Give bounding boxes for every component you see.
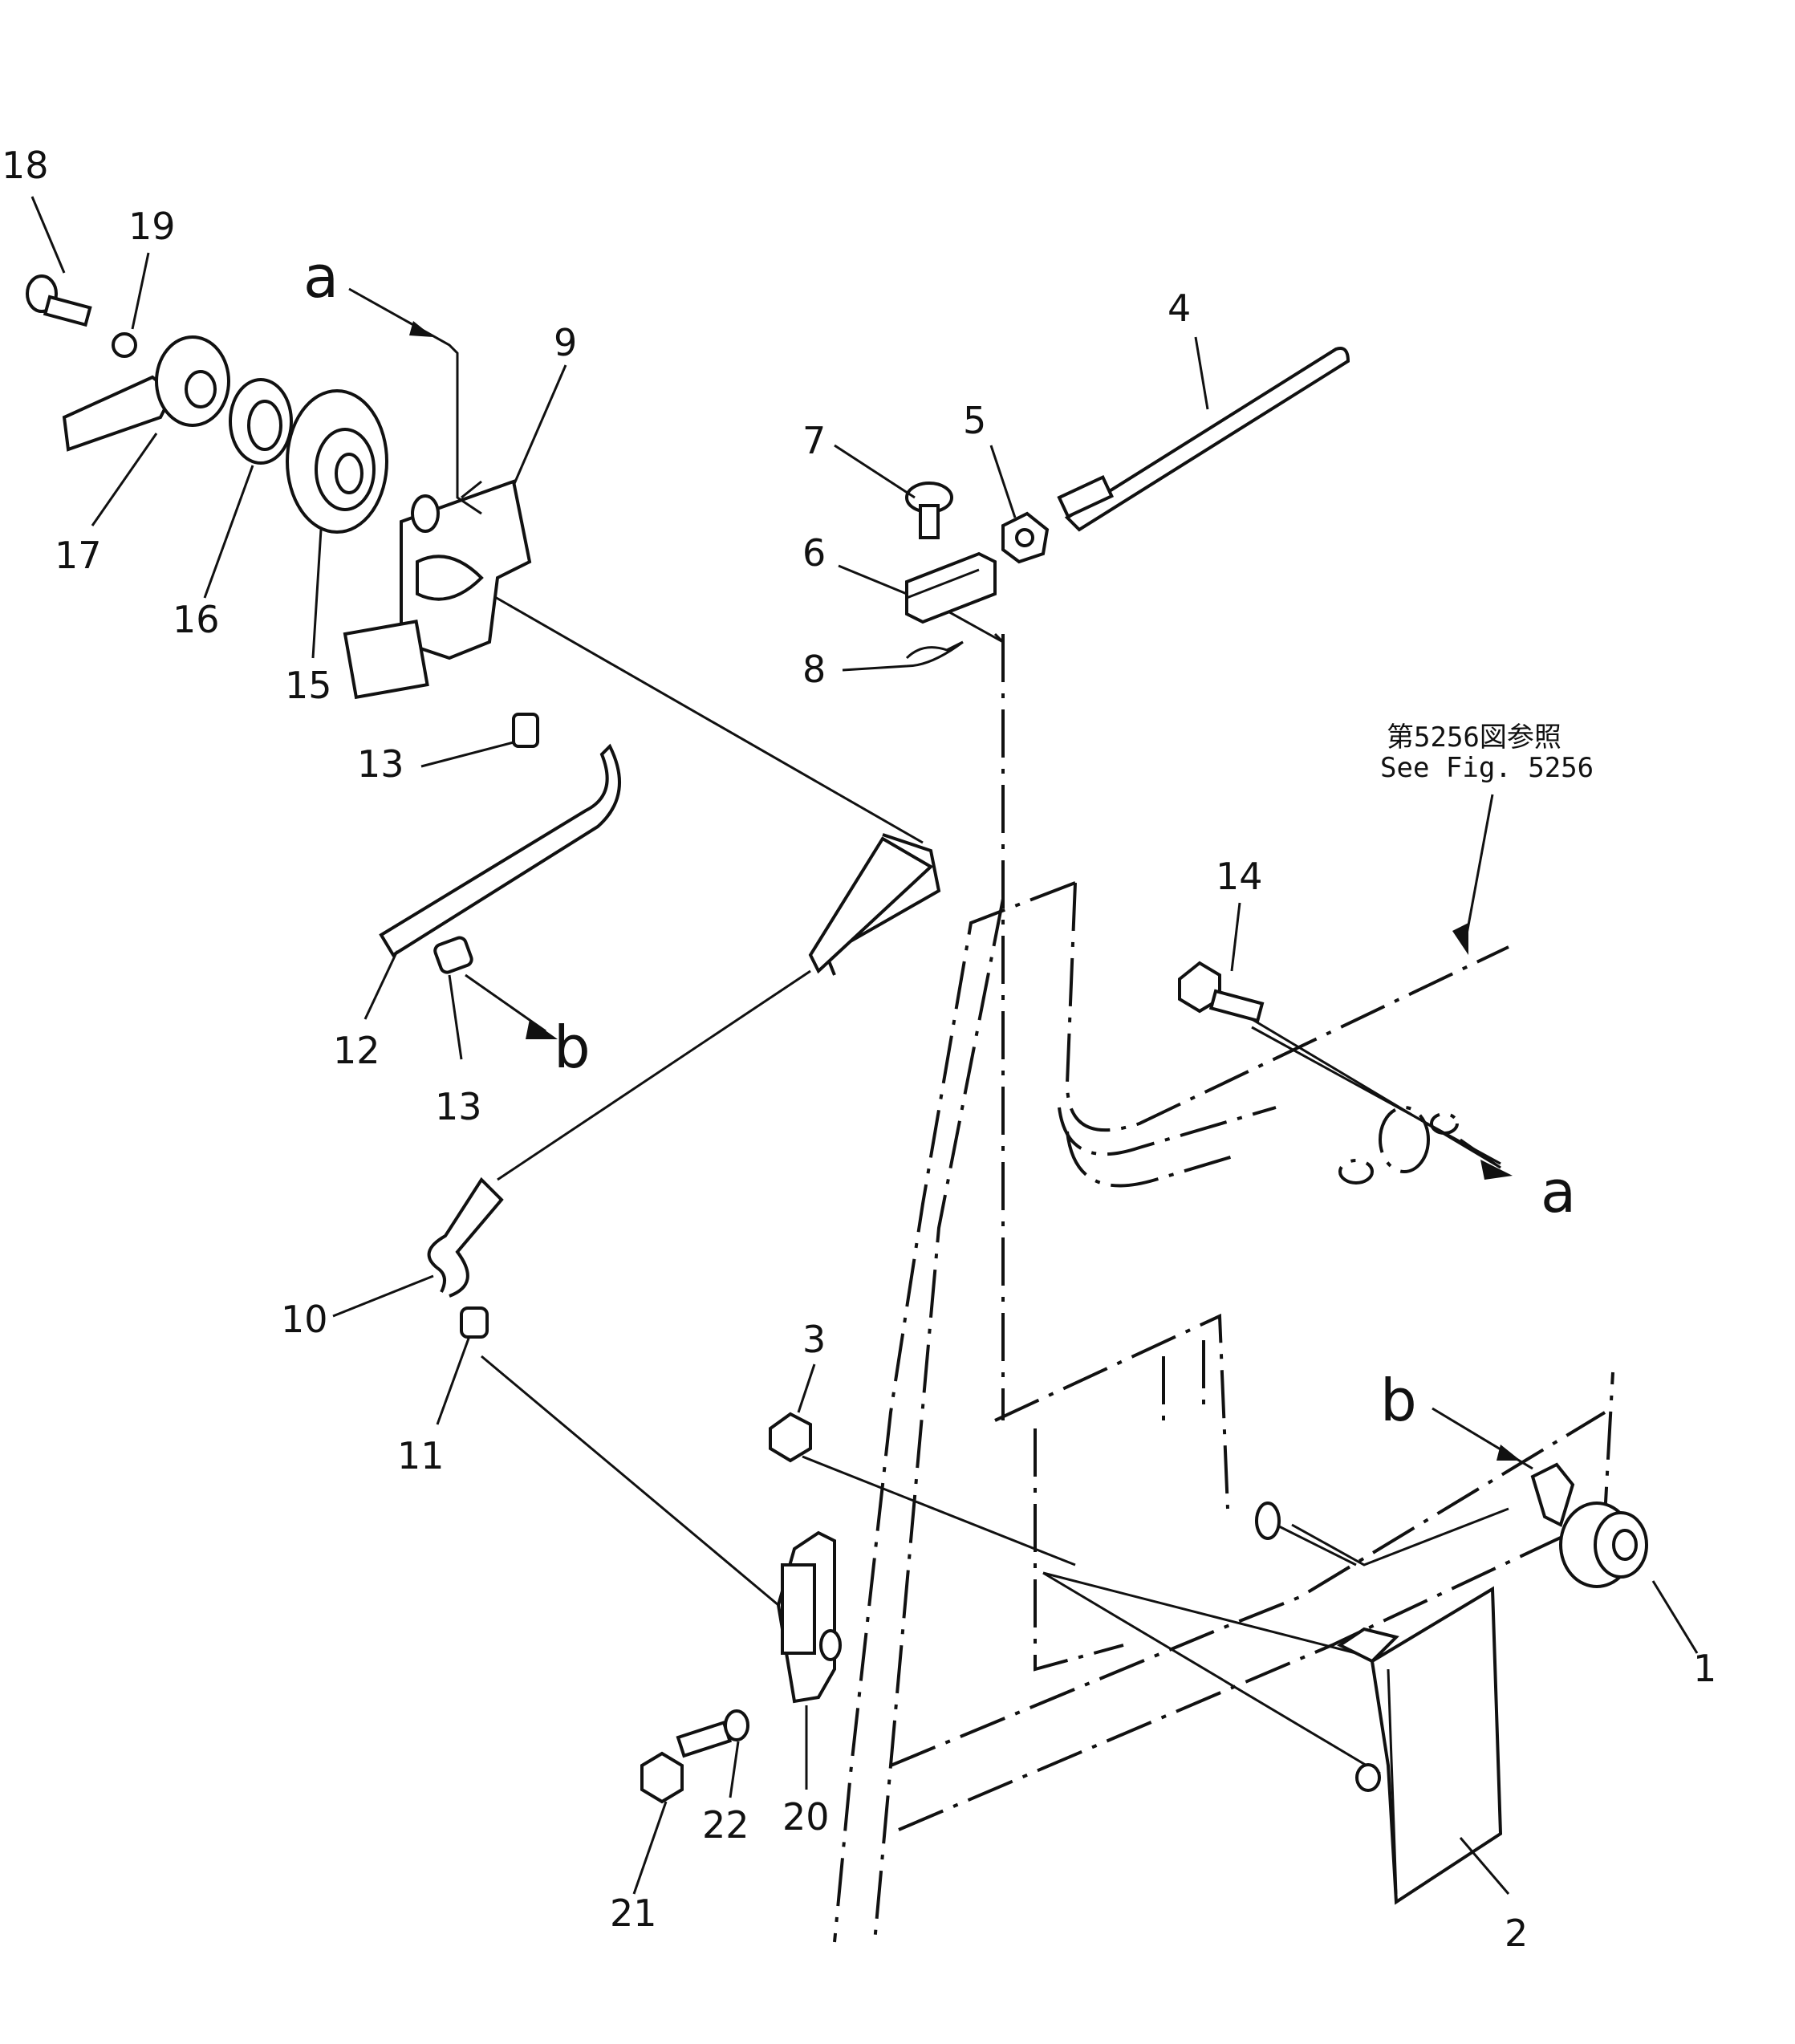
- part-21-bolt: [640, 1720, 732, 1804]
- callout-19: 19: [128, 205, 176, 248]
- part-3-nut: [769, 1412, 812, 1463]
- callout-13-upper: 13: [357, 742, 404, 786]
- ref-b-right: b: [1380, 1367, 1417, 1434]
- part-18-screw: [26, 274, 92, 327]
- ref-b-left: b: [554, 1014, 591, 1081]
- callout-6: 6: [802, 531, 826, 575]
- part-14-bolt: [1178, 961, 1265, 1023]
- callout-15: 15: [285, 664, 332, 707]
- callout-13-lower: 13: [435, 1085, 482, 1128]
- note-japanese: 第5256図参照: [1387, 721, 1561, 754]
- part-4-rod: [1057, 347, 1350, 532]
- part-12-rod: [379, 743, 621, 957]
- callout-5: 5: [963, 399, 986, 442]
- part-13-clip-lower: [433, 936, 473, 974]
- part-1-lock-cylinder: [1530, 1462, 1648, 1588]
- reference-letters: a b a b: [303, 243, 1576, 1434]
- callout-18: 18: [2, 144, 49, 187]
- callout-2: 2: [1505, 1912, 1528, 1955]
- note-english: See Fig. 5256: [1380, 752, 1594, 784]
- callout-10: 10: [281, 1298, 328, 1341]
- part-17-handle: [62, 335, 230, 452]
- callout-22: 22: [702, 1803, 749, 1847]
- callout-4: 4: [1168, 286, 1191, 330]
- part-19-washer: [112, 332, 137, 358]
- hidden-washers: [1338, 1106, 1459, 1185]
- see-fig-note: 第5256図参照 See Fig. 5256: [1380, 721, 1594, 784]
- callout-20: 20: [782, 1795, 830, 1839]
- part-8-cotter-pin: [905, 640, 964, 668]
- part-22-washer: [724, 1709, 749, 1741]
- part-9-lock-assembly: [343, 479, 532, 700]
- part-1-ring: [1255, 1502, 1281, 1540]
- callout-16: 16: [173, 598, 220, 641]
- callout-3: 3: [802, 1318, 826, 1361]
- part-16-ring: [229, 378, 293, 465]
- callout-17: 17: [55, 534, 102, 577]
- callout-8: 8: [802, 648, 826, 691]
- ref-a-top: a: [303, 243, 339, 311]
- part-2-bracket: [1337, 1586, 1503, 1905]
- callout-labels: 18 19 17 16 15 9 13 12 13 10 11 7 6 8 5 …: [2, 144, 1716, 1955]
- ref-arrows: [348, 287, 1533, 1470]
- callout-7: 7: [802, 419, 826, 462]
- callout-14: 14: [1216, 855, 1263, 898]
- part-13-clip-upper: [512, 713, 539, 748]
- callout-12: 12: [333, 1029, 380, 1072]
- part-11-clip: [460, 1306, 489, 1339]
- callout-11: 11: [397, 1434, 445, 1477]
- part-10-rod: [427, 836, 934, 1298]
- callout-leaders: [30, 196, 1699, 1895]
- ref-a-right: a: [1541, 1158, 1576, 1225]
- callout-21: 21: [610, 1892, 657, 1935]
- part-20-striker: [776, 1530, 842, 1704]
- callout-9: 9: [554, 321, 577, 364]
- part-7-pin: [905, 482, 953, 539]
- cab-frame-outline: [833, 634, 1614, 1943]
- part-6-block: [905, 551, 997, 624]
- callout-1: 1: [1693, 1647, 1716, 1690]
- part-15-escutcheon: [286, 389, 388, 534]
- part-5-nut: [1001, 511, 1050, 564]
